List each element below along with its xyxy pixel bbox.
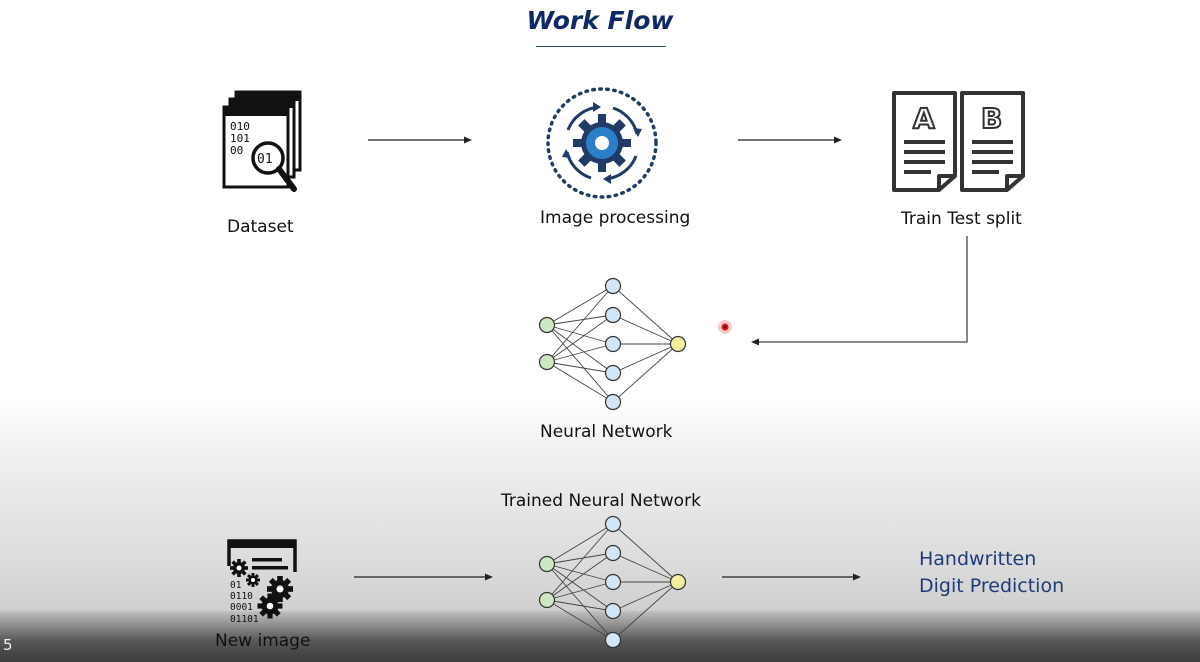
tnn-input-node-2: [538, 591, 556, 609]
arrow-split-to-network: [751, 236, 968, 346]
train-test-split-icon: A B: [892, 91, 1025, 192]
nn-input-node-2: [538, 353, 556, 371]
neural-network-diagram: [538, 277, 687, 411]
dataset-magnifier-bits: 01: [257, 152, 273, 167]
tnn-input-node-1: [538, 555, 556, 573]
image-processing-label: Image processing: [540, 208, 691, 228]
neural-network-label: Neural Network: [540, 422, 673, 442]
arrow-newimage-to-trained-network: [354, 573, 493, 581]
new-image-bits-row-3: 0001: [230, 602, 253, 613]
arrow-processing-to-split: [738, 136, 842, 144]
nn-output-node: [669, 335, 687, 353]
title-underline: [536, 46, 666, 47]
prediction-line-1: Handwritten: [919, 548, 1037, 570]
tnn-hidden-node-5: [604, 631, 622, 649]
dataset-bits-row-1: 010: [230, 120, 250, 133]
nn-input-node-1: [538, 316, 556, 334]
arrow-dataset-to-processing: [368, 136, 472, 144]
page-title: Work Flow: [526, 6, 674, 35]
train-test-split-label: Train Test split: [901, 209, 1022, 229]
image-processing-icon: [546, 87, 658, 199]
tnn-hidden-node-3: [604, 573, 622, 591]
dataset-bits-row-2: 101: [230, 132, 250, 145]
dataset-icon: 010 101 00 01: [222, 90, 302, 192]
arrow-trained-network-to-prediction: [722, 573, 861, 581]
prediction-line-2: Digit Prediction: [919, 575, 1065, 597]
tnn-hidden-node-2: [604, 544, 622, 562]
tnn-hidden-node-4: [604, 602, 622, 620]
nn-hidden-node-1: [604, 277, 622, 295]
new-image-bits-row-4: 01101: [230, 614, 259, 625]
new-image-icon: 01 0110 0001 01101: [227, 539, 297, 625]
slide-number: 5: [3, 636, 13, 654]
nn-hidden-node-4: [604, 364, 622, 382]
nn-hidden-node-2: [604, 306, 622, 324]
tnn-output-node: [669, 573, 687, 591]
prediction-output: Handwritten Digit Prediction: [919, 546, 1064, 600]
new-image-bits-row-1: 01: [230, 580, 242, 591]
split-letter-b: B: [981, 102, 1002, 135]
nn-hidden-node-5: [604, 393, 622, 411]
nn-hidden-node-3: [604, 335, 622, 353]
new-image-label: New image: [215, 631, 311, 651]
tnn-hidden-node-1: [604, 515, 622, 533]
new-image-bits-row-2: 0110: [230, 591, 253, 602]
split-letter-a: A: [913, 102, 935, 135]
trained-neural-network-diagram: [538, 515, 687, 649]
dataset-label: Dataset: [227, 217, 294, 237]
dataset-bits-row-3: 00: [230, 144, 243, 157]
trained-neural-network-label: Trained Neural Network: [501, 491, 701, 511]
laser-pointer-dot: [718, 320, 732, 334]
